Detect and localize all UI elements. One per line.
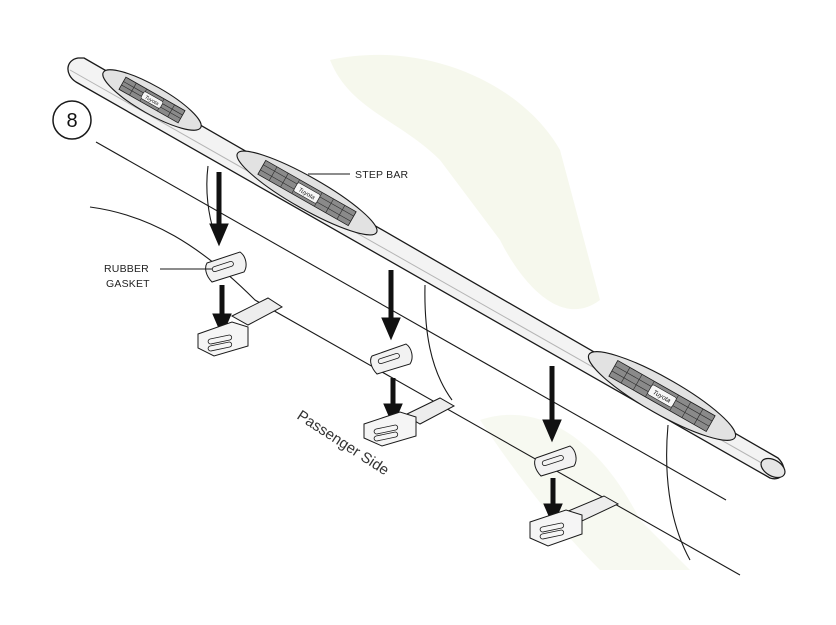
step-pad: Tuyota [587, 351, 737, 441]
rubber-gasket-label-line2: GASKET [106, 278, 150, 290]
mounting-bracket-set [529, 366, 620, 547]
step-number-badge: 8 [52, 100, 92, 140]
down-arrow-icon [212, 285, 232, 337]
rubber-gasket [370, 343, 413, 375]
down-arrow-icon [542, 366, 562, 443]
mounting-bracket-set [197, 172, 283, 357]
rubber-gasket [534, 445, 577, 477]
down-arrow-icon [381, 270, 401, 341]
watermark [330, 54, 690, 570]
down-arrow-icon [209, 172, 229, 247]
mounting-bracket-set [363, 270, 456, 447]
bracket [197, 297, 283, 357]
step-bar-label: STEP BAR [355, 169, 409, 181]
rubber-gasket-label-line1: RUBBER [104, 263, 149, 275]
step-number: 8 [66, 110, 77, 132]
bracket [529, 495, 620, 547]
step-pad: Tuyota [102, 69, 202, 131]
step-pad: Tuyota [236, 150, 378, 236]
step-bar-callout: STEP BAR [308, 169, 409, 181]
rubber-gasket [205, 251, 247, 283]
bracket [363, 397, 456, 447]
rubber-gasket-callout: RUBBER GASKET [104, 263, 212, 290]
vehicle-body [89, 141, 741, 576]
